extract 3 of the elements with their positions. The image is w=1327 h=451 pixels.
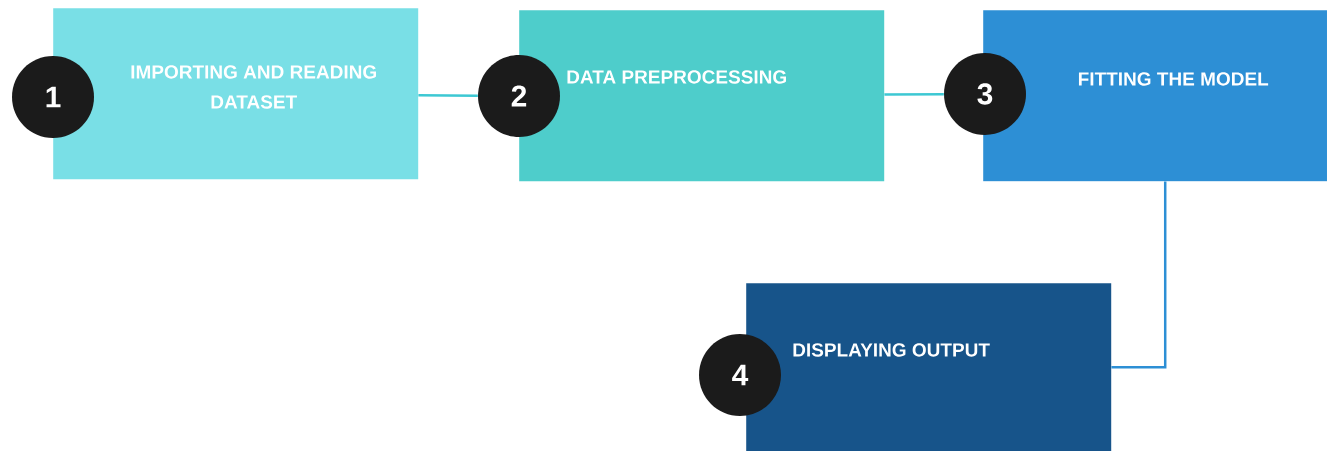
connector-line (884, 93, 944, 96)
connector-line (418, 93, 478, 97)
connector-line (1111, 181, 1167, 369)
